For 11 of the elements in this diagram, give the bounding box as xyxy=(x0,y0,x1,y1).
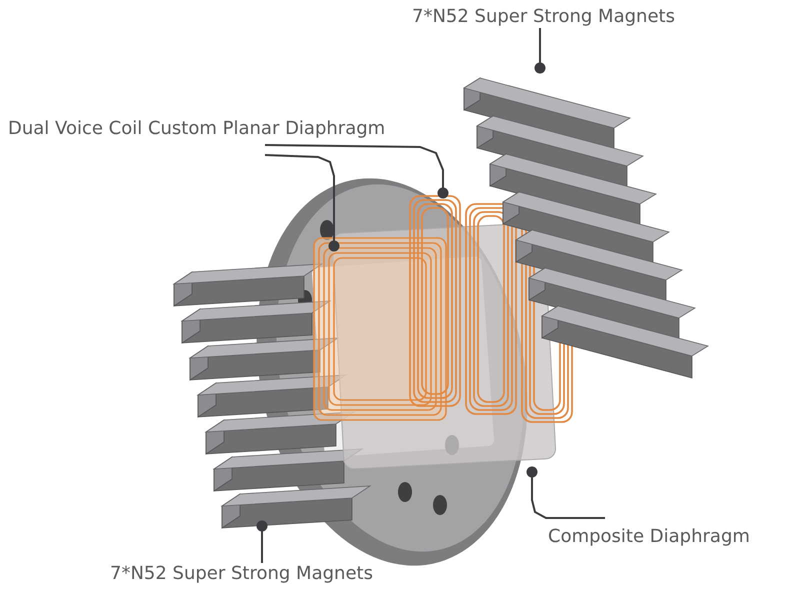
part-label: Dual Voice Coil Custom Planar Diaphragm xyxy=(8,118,386,140)
leader-line xyxy=(534,28,546,74)
leader-line xyxy=(256,520,268,563)
magnet-stack-drawing xyxy=(463,77,709,379)
voice-coil-drawing xyxy=(313,237,447,421)
part-label: 7*N52 Super Strong Magnets xyxy=(412,6,675,28)
leader-line xyxy=(526,466,605,519)
part-label: Composite Diaphragm xyxy=(548,526,750,548)
leader-line xyxy=(264,154,340,252)
part-label: 7*N52 Super Strong Magnets xyxy=(110,563,373,585)
leader-line xyxy=(264,144,448,198)
